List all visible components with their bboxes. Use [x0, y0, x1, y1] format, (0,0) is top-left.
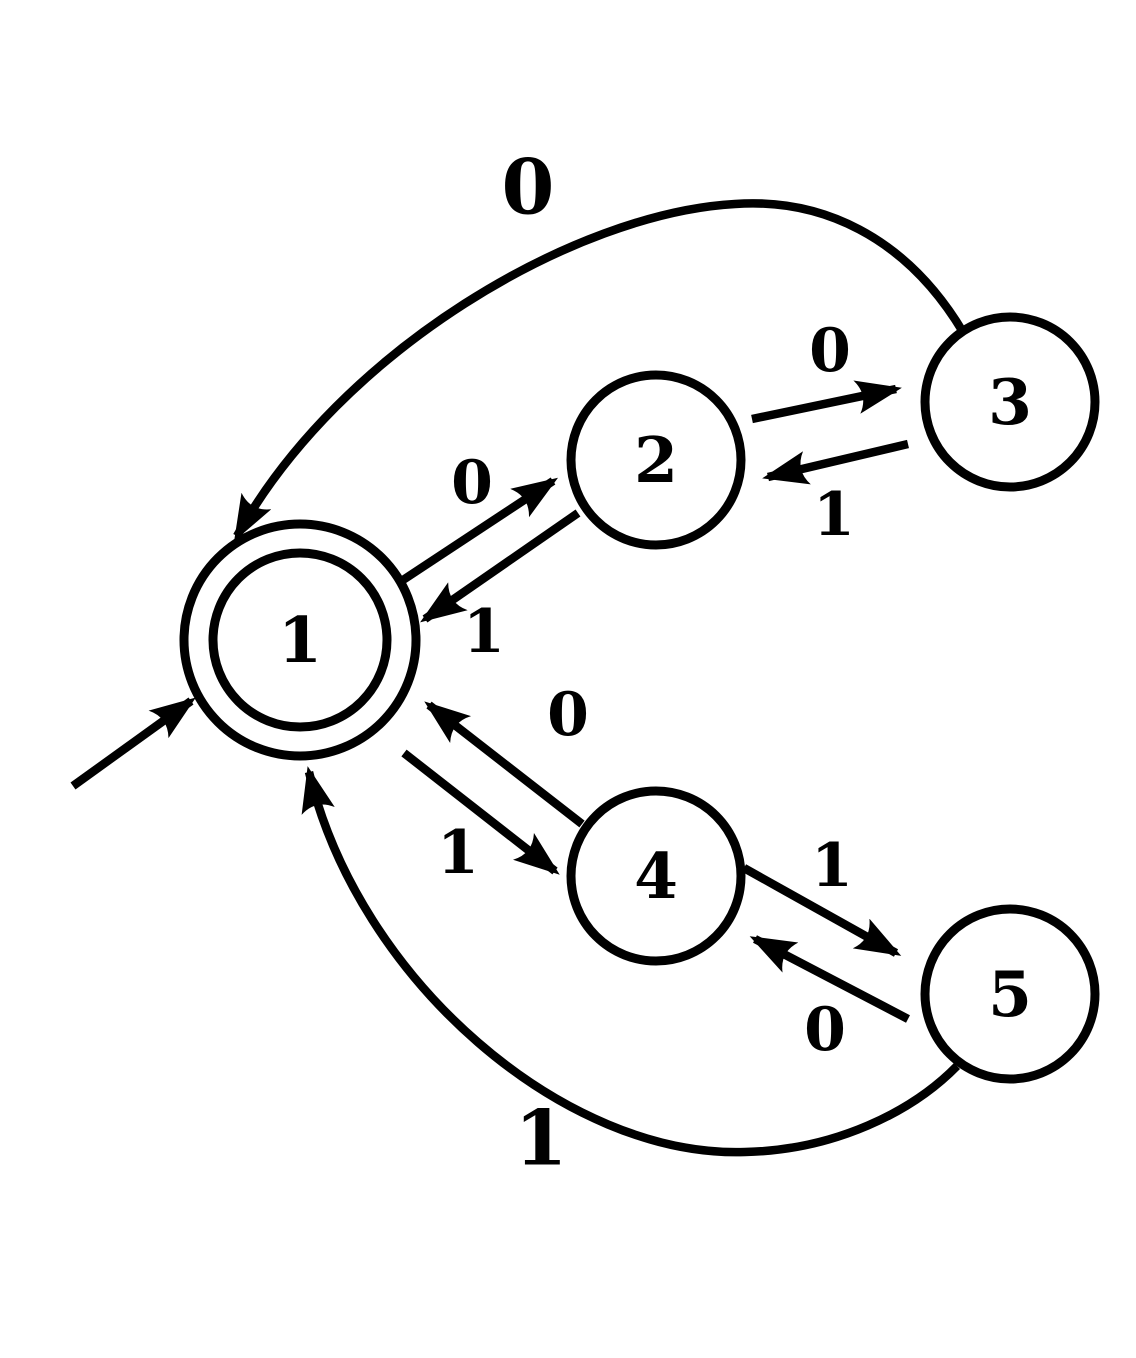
transition-label-5-to-4: 0 [804, 995, 846, 1065]
transition-1-to-2 [400, 477, 559, 584]
state-label-1: 1 [278, 603, 322, 677]
transition-label-2-to-3: 0 [809, 316, 851, 386]
transition-label-1-to-4: 1 [437, 818, 479, 888]
transition-3-to-2 [762, 439, 909, 485]
state-label-2: 2 [634, 423, 678, 497]
transition-label-4-to-1: 0 [547, 680, 589, 750]
state-circle-3 [920, 312, 1100, 492]
transition-label-4-to-5: 1 [811, 831, 853, 901]
state-accepting-ring-1 [208, 548, 392, 732]
transition-label-1-to-2: 0 [451, 448, 493, 518]
transition-1-to-4 [401, 749, 560, 875]
transition-5-to-1 [301, 766, 961, 1157]
transition-label-2-to-1: 1 [463, 597, 505, 667]
transition-4-to-1 [424, 701, 585, 828]
transition-2-to-3 [751, 380, 902, 424]
transitions-layer [70, 199, 967, 1157]
transition-2-to-1 [420, 509, 581, 623]
start-arrow [70, 697, 196, 790]
transition-label-5-to-1: 1 [515, 1094, 568, 1183]
state-circle-5 [920, 904, 1100, 1084]
state-circle-2 [566, 370, 746, 550]
transition-label-3-to-1: 0 [502, 143, 555, 232]
transition-label-3-to-2: 1 [813, 480, 855, 550]
state-circle-4 [566, 786, 746, 966]
transition-4-to-5 [741, 864, 902, 957]
states-layer: 1 2 3 4 5 [179, 312, 1100, 1084]
transition-5-to-4 [749, 935, 910, 1023]
state-label-3: 3 [988, 365, 1032, 439]
state-label-4: 4 [634, 839, 678, 913]
transition-3-to-1 [233, 199, 967, 542]
state-label-5: 5 [988, 957, 1032, 1031]
state-circle-1 [179, 519, 421, 761]
